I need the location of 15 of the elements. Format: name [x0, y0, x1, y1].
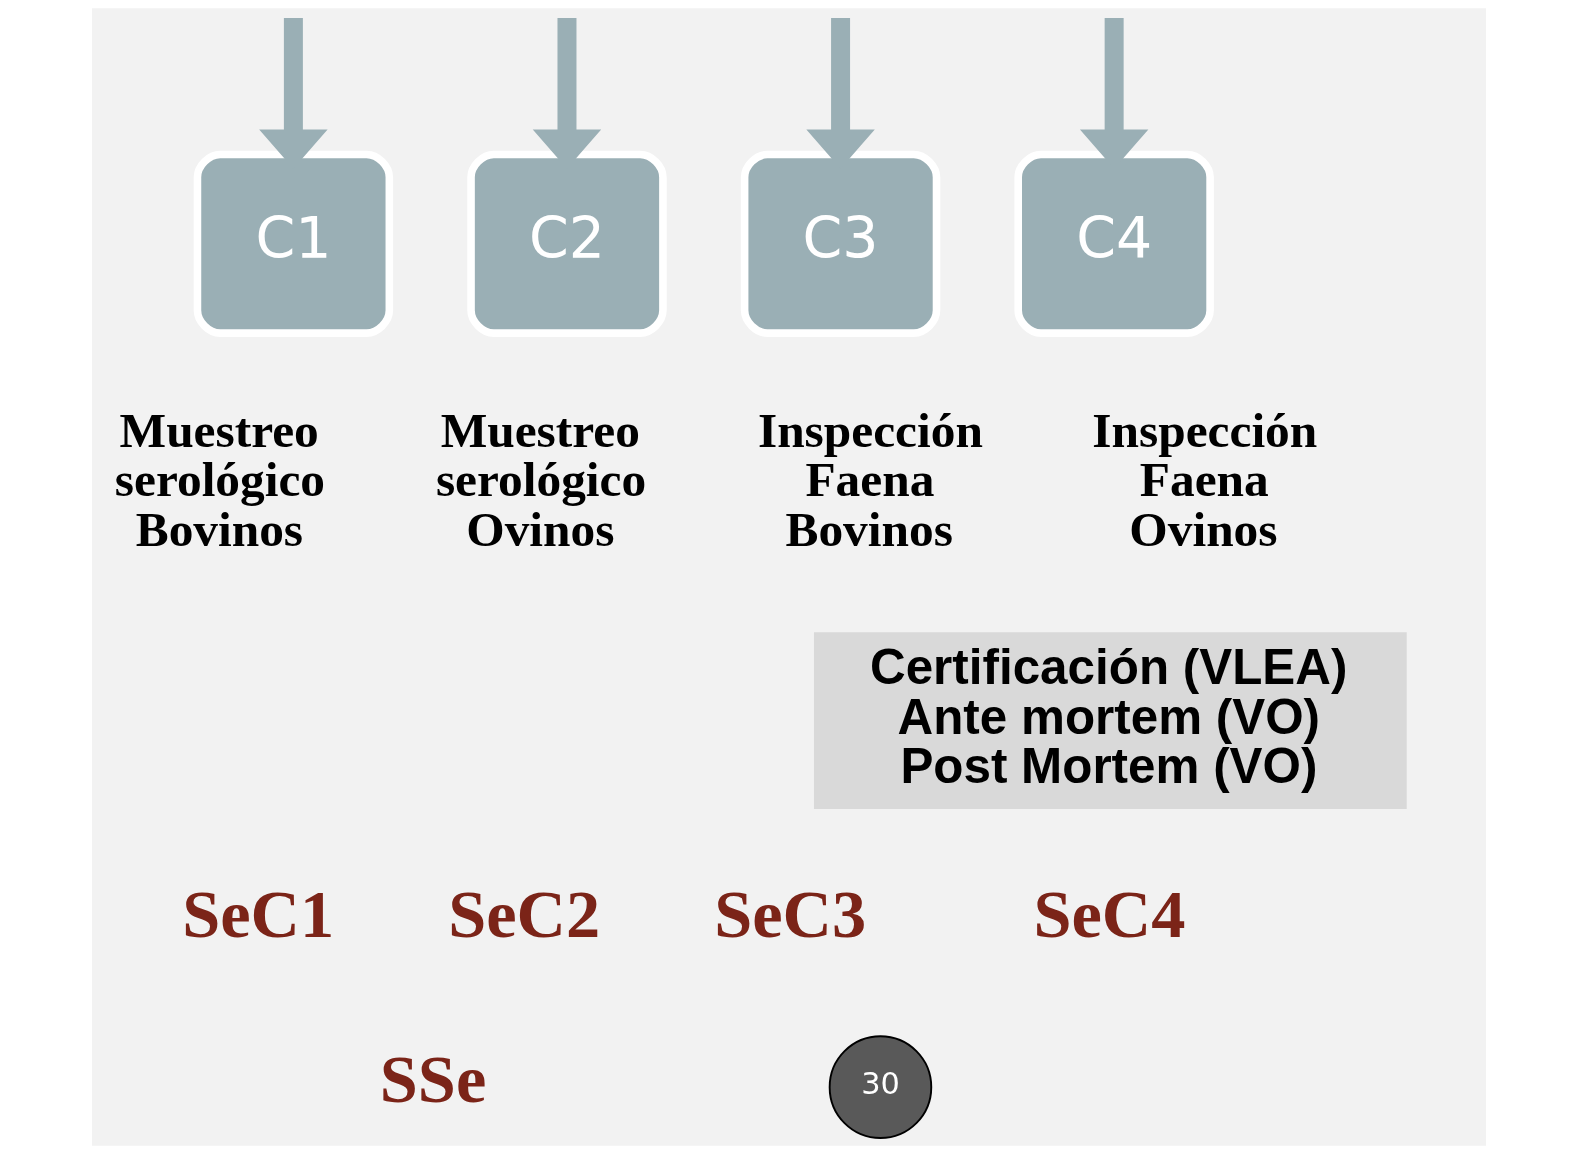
node-box: C1: [193, 150, 393, 337]
label: SSe: [379, 1040, 486, 1117]
node-box: Certificación (VLEA) Ante mortem (VO) Post Mortem (VO): [813, 632, 1407, 810]
label: SeC4: [1032, 875, 1185, 952]
label: SeC3: [713, 875, 866, 952]
node-label: Muestreo serológico Bovinos: [114, 402, 325, 557]
node-label: Inspección Faena Ovinos: [1091, 402, 1317, 557]
label: SeC2: [447, 875, 600, 952]
node-box: C3: [740, 150, 940, 337]
node-label: Inspección Faena Bovinos: [757, 402, 983, 557]
node-label: Muestreo serológico Ovinos: [435, 402, 646, 557]
label: SeC1: [181, 875, 334, 952]
label: 30: [860, 1066, 900, 1102]
node-box: C2: [466, 150, 667, 337]
node-box: C4: [1013, 150, 1214, 337]
